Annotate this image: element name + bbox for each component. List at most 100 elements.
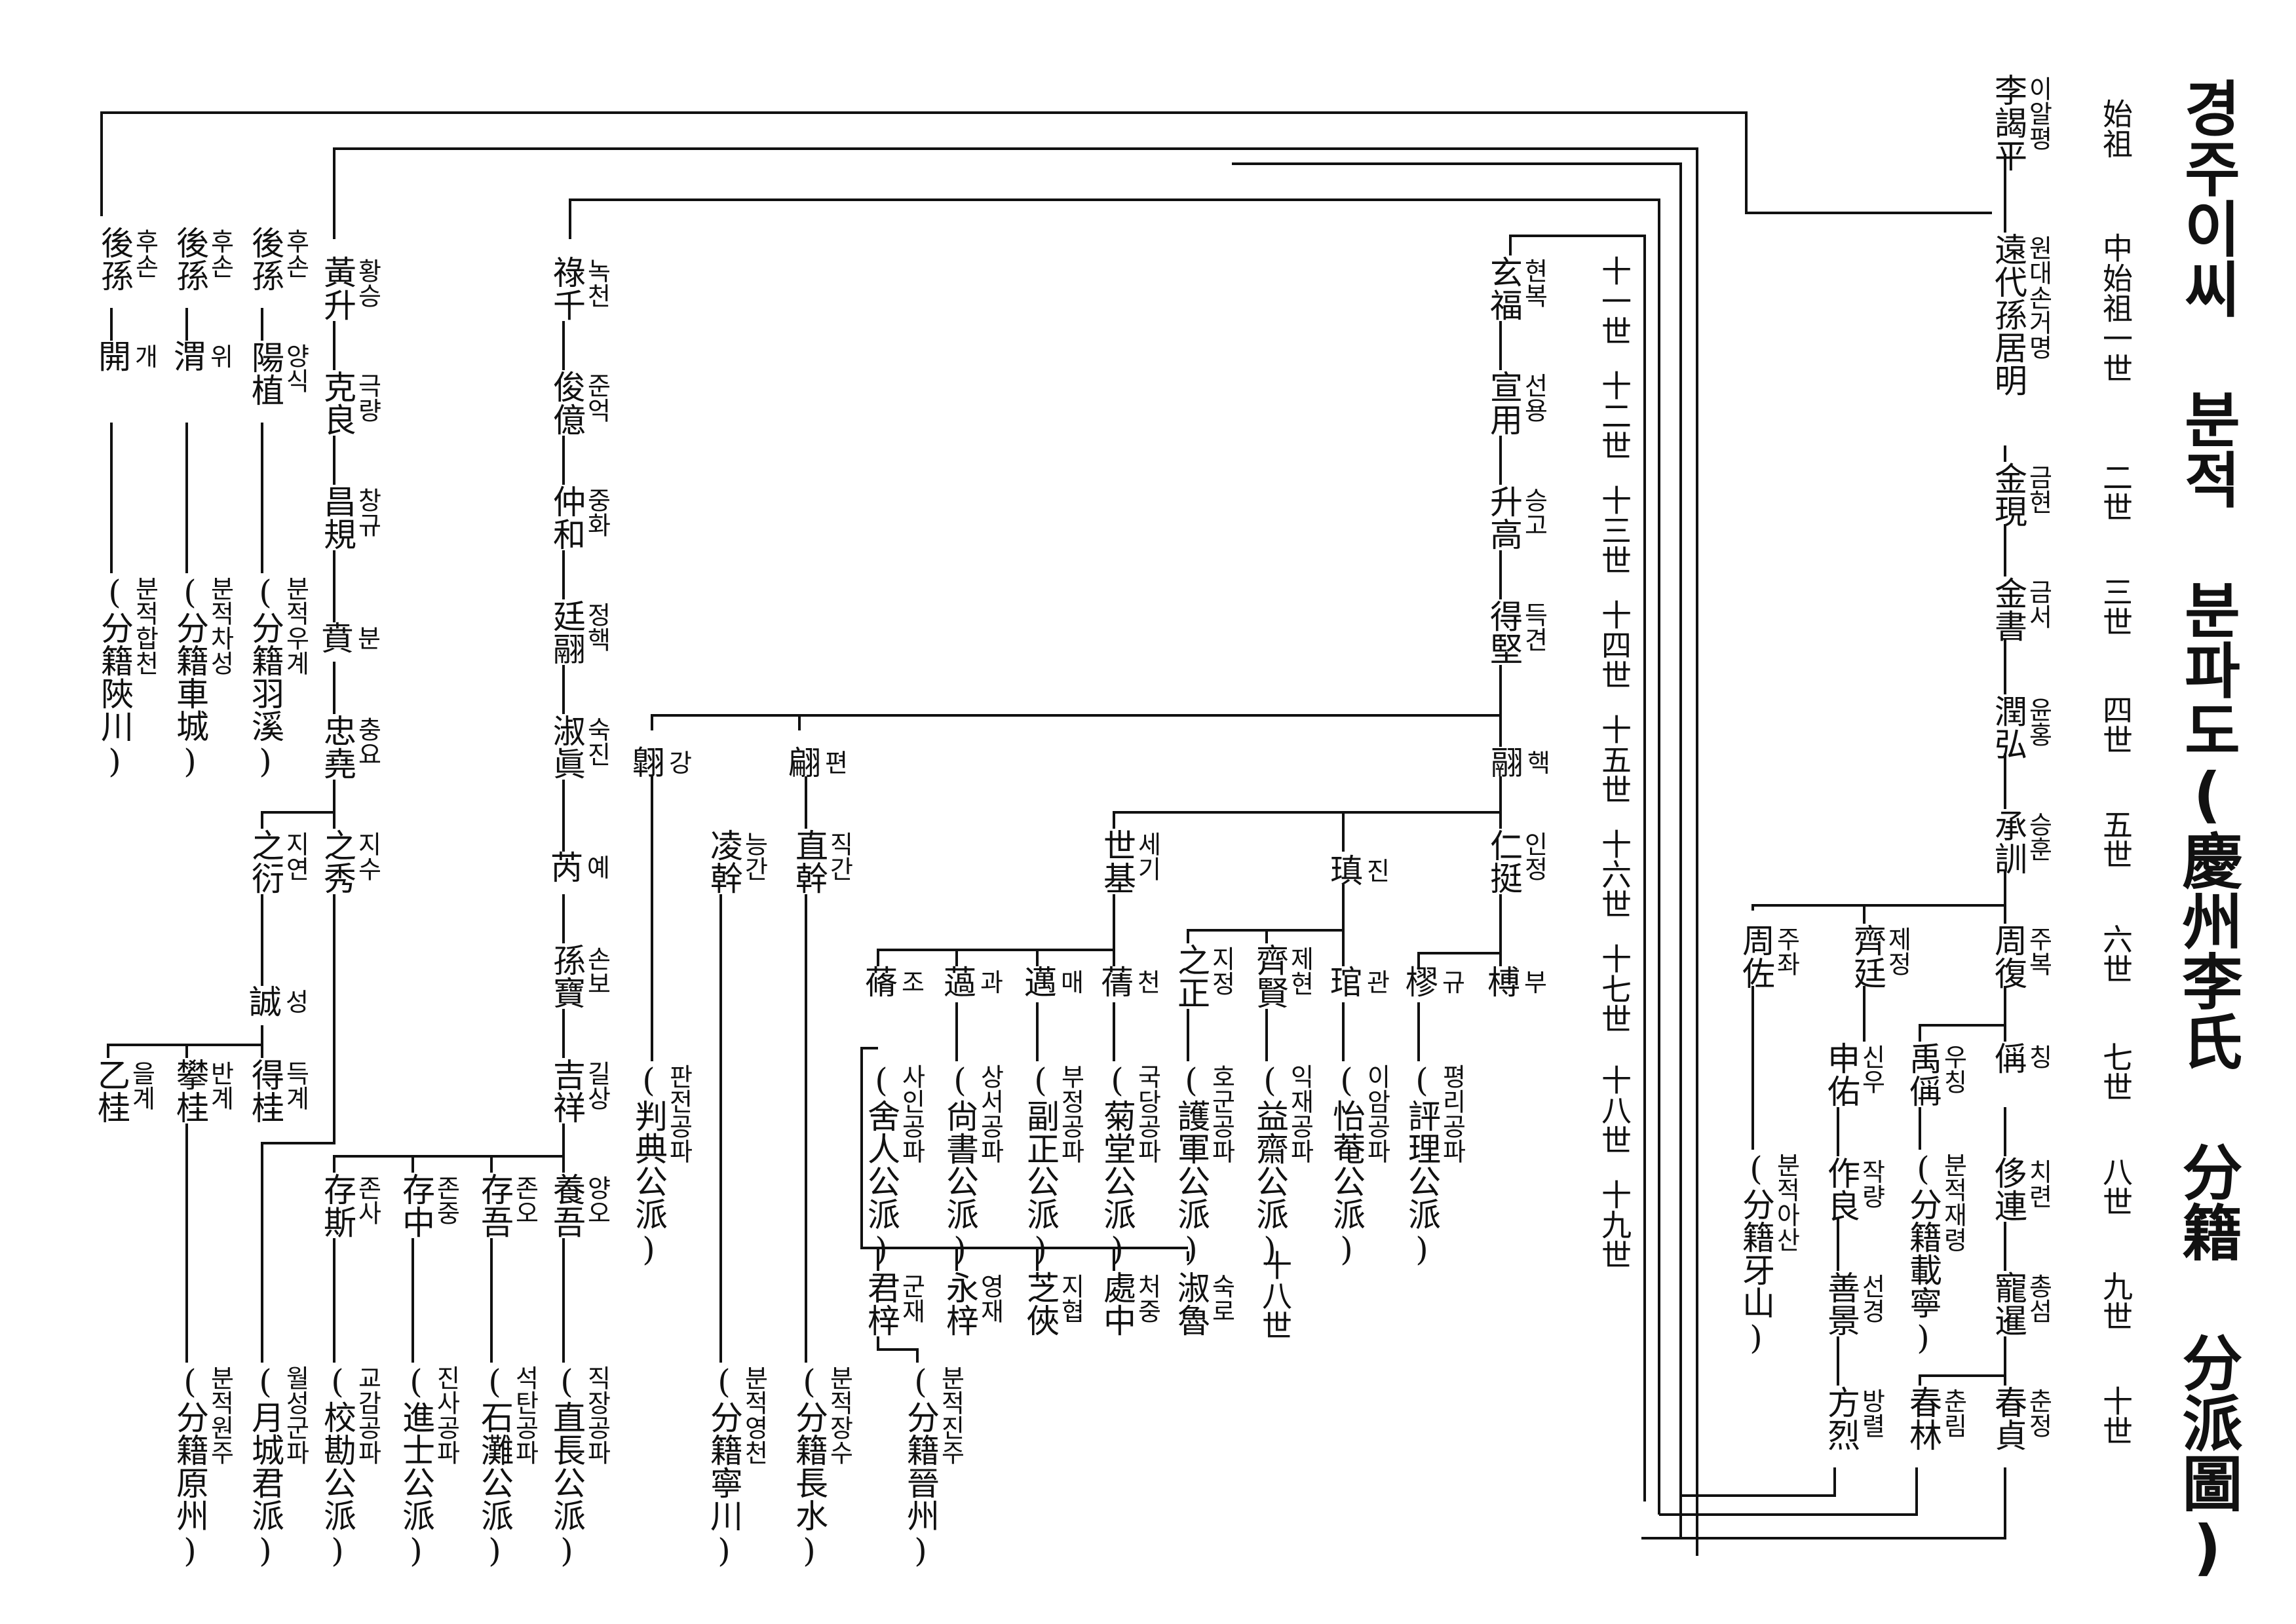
hangul-reading: 지수 <box>353 831 382 881</box>
generation-label-g9: 九世 <box>2098 1271 2133 1331</box>
hangul-reading: 황승 <box>353 258 382 308</box>
person-node-n13: (分籍牙山)분적아산 <box>1737 1150 1801 1357</box>
hangul-reading: 직간 <box>825 831 854 881</box>
hanja-name: (分籍載寧) <box>1904 1150 1942 1357</box>
hanja-name: 玄福 <box>1485 255 1523 321</box>
hanja-name: (菊堂公派) <box>1098 1061 1136 1268</box>
generation-label-g12: 十二世 <box>1597 370 1632 461</box>
generation-label-g5: 五世 <box>2098 809 2133 869</box>
hangul-reading: 지정 <box>1207 946 1236 996</box>
hanja-name: 君梓 <box>862 1271 900 1336</box>
hangul-reading: 득계 <box>281 1061 310 1110</box>
hanja-name: 克良 <box>318 370 356 436</box>
hanja-name: 養吾 <box>548 1173 586 1238</box>
hangul-reading: 양오 <box>583 1175 611 1225</box>
hanja-name: 淑眞 <box>548 714 586 780</box>
connector-line <box>261 894 335 1363</box>
hanja-name: (怡菴公派) <box>1328 1061 1366 1268</box>
page-title: 경주이씨 분적 분파도(慶州李氏 分籍 分派圖) <box>2172 77 2242 1583</box>
generation-label-g16: 十六世 <box>1597 829 1632 919</box>
hangul-reading: 익재공파 <box>1286 1064 1314 1163</box>
connector-line <box>333 147 1698 1556</box>
hangul-reading: 지협 <box>1056 1274 1085 1323</box>
hangul-reading: 지연 <box>281 831 310 881</box>
generation-label-g1: 中始祖一世 <box>2098 233 2133 383</box>
hangul-reading: 국당공파 <box>1133 1064 1162 1163</box>
hangul-reading: 을계 <box>127 1061 156 1110</box>
hangul-reading: 영재 <box>976 1274 1004 1323</box>
hanja-name: 永梓 <box>941 1271 979 1336</box>
hangul-reading: 부정공파 <box>1056 1064 1085 1163</box>
hanja-name: 之秀 <box>318 829 356 894</box>
hanja-name: 忠堯 <box>318 714 356 780</box>
person-node-n72: (直長公派)직장공파 <box>548 1363 611 1570</box>
hanja-name: 仲和 <box>548 485 586 550</box>
hanja-name: 開 <box>98 338 131 376</box>
connector-line <box>1509 235 1646 1501</box>
hangul-reading: 금현 <box>2024 464 2053 514</box>
hanja-name: (月城君派) <box>246 1363 284 1570</box>
hangul-reading: 판전공파 <box>664 1064 693 1163</box>
hangul-reading: 칭 <box>2024 1044 2053 1069</box>
hanja-name: 存中 <box>397 1173 435 1238</box>
connector-line <box>1919 1374 2005 1386</box>
hangul-reading: 평리공파 <box>1438 1064 1466 1163</box>
hangul-reading: 분적합천 <box>130 576 159 675</box>
hanja-name: 之正 <box>1172 943 1210 1009</box>
hangul-reading: 편 <box>825 749 848 778</box>
connector-line <box>261 811 334 829</box>
person-node-n48: (副正公派)부정공파 <box>1022 1061 1085 1268</box>
hanja-name: (進士公派) <box>397 1363 435 1570</box>
hanja-name: (分籍晉州) <box>902 1363 940 1570</box>
hangul-reading: 진 <box>1367 857 1390 886</box>
hanja-name: 寵暹 <box>1989 1271 2027 1336</box>
hanja-name: 樛 <box>1406 964 1438 1002</box>
hangul-reading: 상서공파 <box>976 1064 1004 1163</box>
hangul-reading: 후손 <box>130 229 159 278</box>
connector-line <box>1641 1467 2006 1539</box>
hangul-reading: 승훈 <box>2024 812 2053 861</box>
hangul-reading: 춘림 <box>1939 1388 1968 1438</box>
hanja-name: 吉祥 <box>548 1058 586 1124</box>
person-node-n46: (護軍公派)호군공파 <box>1172 1061 1236 1268</box>
hangul-reading: 군재 <box>897 1274 926 1323</box>
hanja-name: 得堅 <box>1485 599 1523 665</box>
person-node-n49: (尙書公派)상서공파 <box>941 1061 1004 1268</box>
person-node-n59: (分籍寧川)분적영천 <box>705 1363 769 1570</box>
hanja-name: 偁 <box>1989 1042 2027 1074</box>
hanja-name: 瑱 <box>1330 852 1363 890</box>
generation-label-g18b: 十八世 <box>1257 1250 1293 1340</box>
hanja-name: 春林 <box>1904 1386 1942 1451</box>
person-node-n45: (益齋公派)익재공파 <box>1251 1061 1314 1268</box>
connector-line <box>100 111 1992 216</box>
hanja-name: 祿千 <box>548 255 586 321</box>
hanja-name: 芮 <box>550 849 583 887</box>
hangul-reading: 후손 <box>206 229 235 278</box>
